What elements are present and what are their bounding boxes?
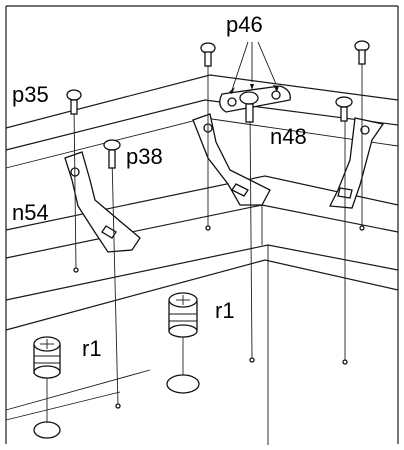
panel-edges bbox=[5, 5, 399, 445]
label-p38: p38 bbox=[126, 144, 163, 169]
bracket-right bbox=[328, 117, 385, 209]
label-r1-right: r1 bbox=[215, 298, 235, 323]
label-p46: p46 bbox=[226, 12, 263, 37]
cam-lock-right bbox=[166, 292, 200, 394]
bracket-n48 bbox=[192, 113, 271, 206]
label-r1-left: r1 bbox=[82, 336, 102, 361]
p46-leader-lines bbox=[229, 41, 279, 94]
label-n54: n54 bbox=[12, 200, 49, 225]
label-n48: n48 bbox=[270, 124, 307, 149]
label-p35: p35 bbox=[12, 82, 49, 107]
screws bbox=[66, 40, 370, 409]
cam-lock-left bbox=[33, 336, 61, 439]
